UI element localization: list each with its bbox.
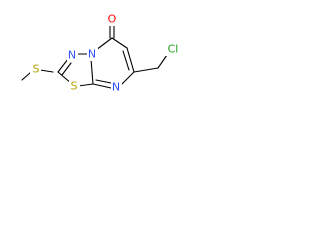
atom-nitrogen-3: N [68, 49, 76, 62]
atom-nitrogen-4: N [88, 48, 96, 61]
atom-sulfur-thioether: S [33, 63, 40, 76]
bond-c2-n3 [57, 58, 69, 73]
atom-oxygen: O [108, 13, 117, 26]
atom-chlorine: Cl [168, 43, 179, 56]
bond-c8a-n8 [92, 83, 112, 89]
bond-ch2-cl [157, 54, 168, 69]
structure-canvas: O Cl N N N S S [0, 0, 220, 113]
bond-c7-c6 [126, 47, 135, 73]
bond-s-c2 [39, 69, 54, 73]
bond-c6-c5 [111, 37, 128, 49]
bond-n8-c7 [120, 71, 135, 86]
atom-nitrogen-8: N [112, 81, 120, 94]
atom-labels: O Cl N N N S S [30, 13, 182, 94]
bond-methyl-s [21, 71, 32, 81]
atom-sulfur-1: S [71, 80, 78, 93]
bond-c7-ch2 [133, 67, 159, 73]
bond-c7-c6-double [122, 50, 130, 71]
bonds [21, 23, 168, 89]
bond-c5-n4 [95, 37, 113, 51]
bond-c8a-n8-double [95, 79, 112, 84]
bond-c8a-s1 [77, 83, 94, 87]
molecule-diagram: O Cl N N N S S [21, 13, 182, 94]
bond-n4-c8a [90, 58, 94, 85]
bond-c2-n3-double [61, 62, 72, 76]
